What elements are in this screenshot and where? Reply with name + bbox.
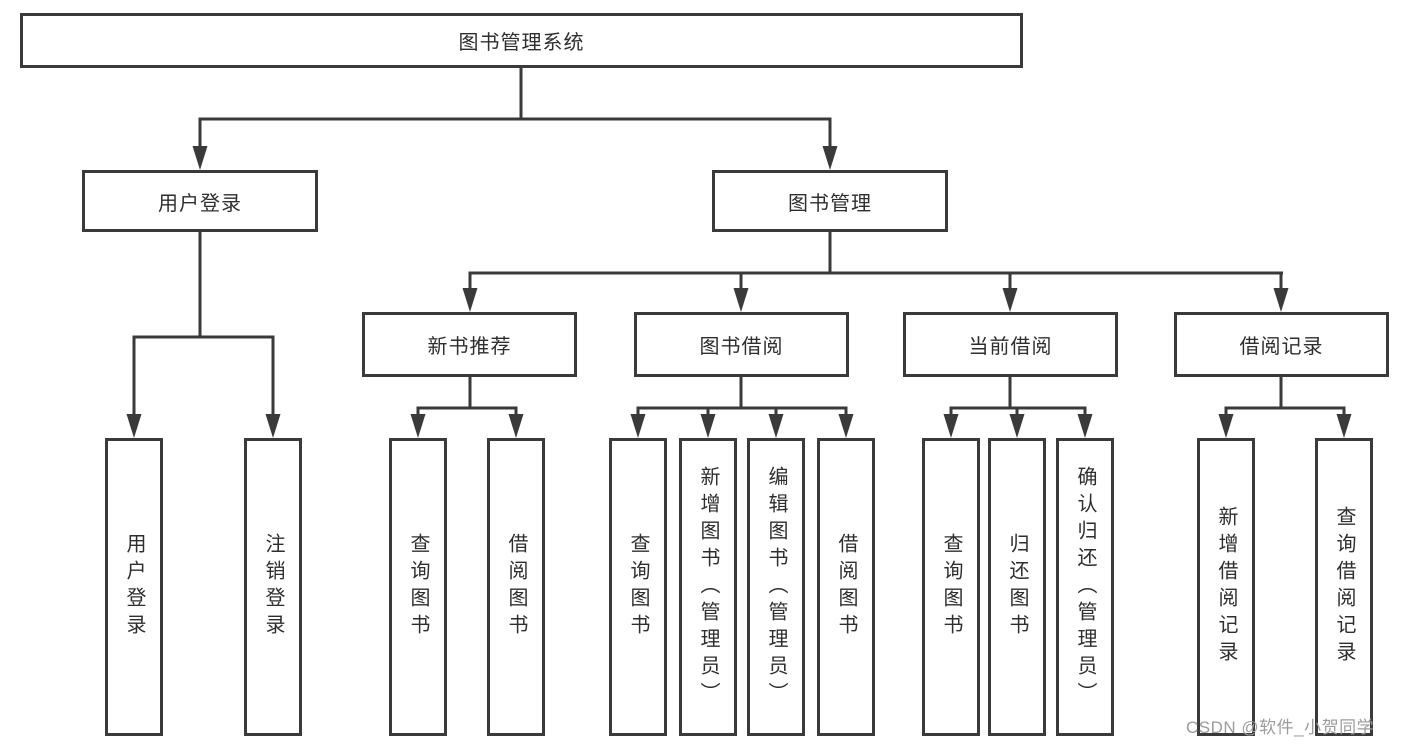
node-leaf-edit-books-admin: 编辑图书（管理员） [747, 438, 805, 736]
node-label: 图书借阅 [699, 336, 784, 358]
node-label: 用户登录 [123, 533, 145, 641]
node-borrow-records: 借阅记录 [1174, 312, 1389, 377]
node-book-management: 图书管理 [712, 170, 948, 232]
node-label: 编辑图书（管理员） [765, 465, 787, 709]
node-label: 当前借阅 [968, 336, 1053, 358]
node-leaf-return-books: 归还图书 [988, 438, 1046, 736]
node-leaf-query-books-borrow: 查询图书 [609, 438, 667, 736]
node-label: 借阅图书 [505, 533, 527, 641]
node-label: 新书推荐 [427, 336, 512, 358]
node-library-management-system: 图书管理系统 [20, 13, 1023, 68]
node-label: 查询借阅记录 [1333, 506, 1355, 668]
node-user-login: 用户登录 [82, 170, 318, 232]
node-leaf-confirm-return-admin: 确认归还（管理员） [1056, 438, 1114, 736]
node-leaf-add-borrow-record: 新增借阅记录 [1197, 438, 1255, 736]
node-label: 归还图书 [1006, 533, 1028, 641]
node-new-book-recommend: 新书推荐 [362, 312, 577, 377]
node-leaf-add-books-admin: 新增图书（管理员） [679, 438, 737, 736]
node-label: 借阅图书 [835, 533, 857, 641]
node-leaf-borrow-books-recommend: 借阅图书 [487, 438, 545, 736]
node-leaf-query-books-recommend: 查询图书 [389, 438, 447, 736]
node-label: 图书管理系统 [458, 32, 585, 54]
node-label: 新增图书（管理员） [697, 465, 719, 709]
node-book-borrow: 图书借阅 [634, 312, 849, 377]
node-label: 用户登录 [158, 192, 242, 215]
node-leaf-logout: 注销登录 [244, 438, 302, 736]
node-label: 查询图书 [627, 533, 649, 641]
node-label: 注销登录 [262, 533, 284, 641]
node-leaf-query-borrow-record: 查询借阅记录 [1315, 438, 1373, 736]
node-label: 图书管理 [788, 192, 872, 215]
csdn-watermark: CSDN @软件_小贺同学 [1186, 718, 1375, 737]
node-leaf-user-login: 用户登录 [105, 438, 163, 736]
node-label: 借阅记录 [1239, 336, 1324, 358]
node-label: 新增借阅记录 [1215, 506, 1237, 668]
node-label: 查询图书 [407, 533, 429, 641]
node-label: 查询图书 [940, 533, 962, 641]
node-leaf-borrow-books: 借阅图书 [817, 438, 875, 736]
node-current-borrow: 当前借阅 [903, 312, 1118, 377]
node-leaf-query-books-current: 查询图书 [922, 438, 980, 736]
node-label: 确认归还（管理员） [1074, 465, 1096, 709]
